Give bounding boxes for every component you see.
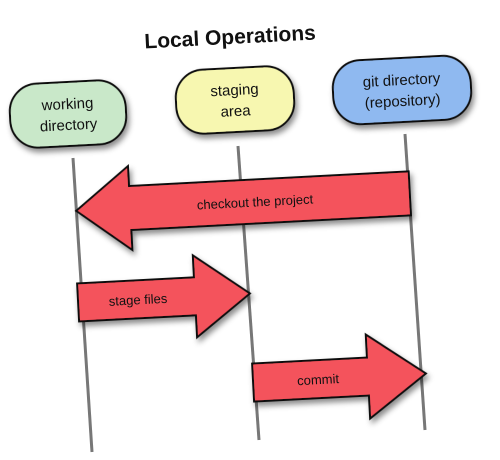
working-directory-label-line2: directory [39, 115, 98, 135]
git-directory-label-line1: git directory [362, 70, 441, 91]
stage-files-arrow-shape [76, 253, 252, 340]
arrow-stage-files: stage files [76, 253, 252, 340]
commit-arrow-label: commit [297, 371, 340, 388]
working-directory-box [8, 79, 128, 149]
column-working-directory: working directory [8, 79, 128, 149]
staging-area-label-line2: area [220, 102, 252, 121]
staging-area-box [174, 65, 296, 135]
commit-arrow-shape [251, 332, 428, 421]
working-directory-label-line1: working [40, 95, 94, 115]
column-git-directory: git directory (repository) [331, 54, 473, 126]
staging-area-label-line1: staging [210, 81, 259, 101]
column-staging-area: staging area [174, 65, 296, 135]
arrow-commit: commit [251, 332, 428, 421]
arrow-checkout-the-project: checkout the project [74, 163, 412, 252]
stage-files-arrow-label: stage files [108, 291, 168, 309]
diagram-title: Local Operations [144, 22, 317, 54]
checkout-arrow-shape [74, 163, 412, 252]
git-directory-box [331, 54, 473, 126]
git-directory-label-line2: (repository) [364, 91, 441, 112]
checkout-arrow-label: checkout the project [197, 191, 314, 212]
